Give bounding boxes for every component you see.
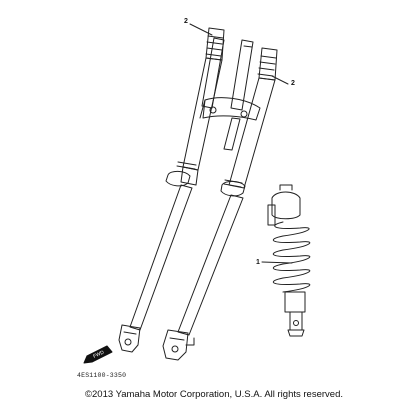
callout-label-2-right: 2 [291, 80, 295, 87]
front-direction-icon [83, 345, 113, 364]
part-code: 4ES1100-3350 [77, 372, 127, 379]
callout-leaders [189, 23, 293, 264]
front-direction-label: FWD [92, 349, 105, 359]
front-fork-right [162, 47, 278, 361]
rear-shock-absorber [267, 184, 311, 337]
front-fork-left [118, 27, 225, 353]
copyright-notice: ©2013 Yamaha Motor Corporation, U.S.A. A… [85, 389, 343, 400]
steering-stem [199, 37, 261, 151]
callout-label-2-top: 2 [184, 18, 188, 25]
callout-label-1: 1 [256, 259, 260, 266]
